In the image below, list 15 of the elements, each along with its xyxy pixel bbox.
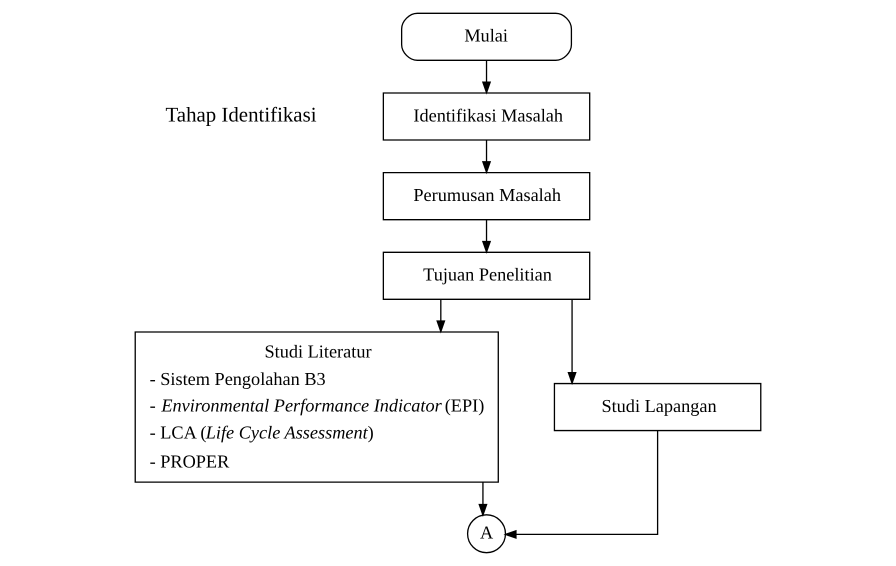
arrow <box>568 300 577 386</box>
node-box: Studi Literatur - Sistem Pengolahan B3 - Environmental Performance Indicator (EPI) - LCA (Life Cycle Assessment) - PROPER <box>134 331 499 483</box>
arrow <box>504 431 658 539</box>
arrow <box>482 60 492 95</box>
arrow <box>478 482 488 517</box>
arrow <box>436 300 446 334</box>
label: Tahap Identifikasi <box>166 102 317 126</box>
node-box: Mulai <box>400 12 572 61</box>
node-circle: A <box>466 514 506 554</box>
node-box: Studi Lapangan <box>554 382 762 432</box>
node-box: Perumusan Masalah <box>382 172 590 220</box>
arrow <box>482 220 492 254</box>
node-box: Identifikasi Masalah <box>382 92 590 141</box>
node-box: Tujuan Penelitian <box>382 252 590 300</box>
arrow <box>482 140 492 174</box>
